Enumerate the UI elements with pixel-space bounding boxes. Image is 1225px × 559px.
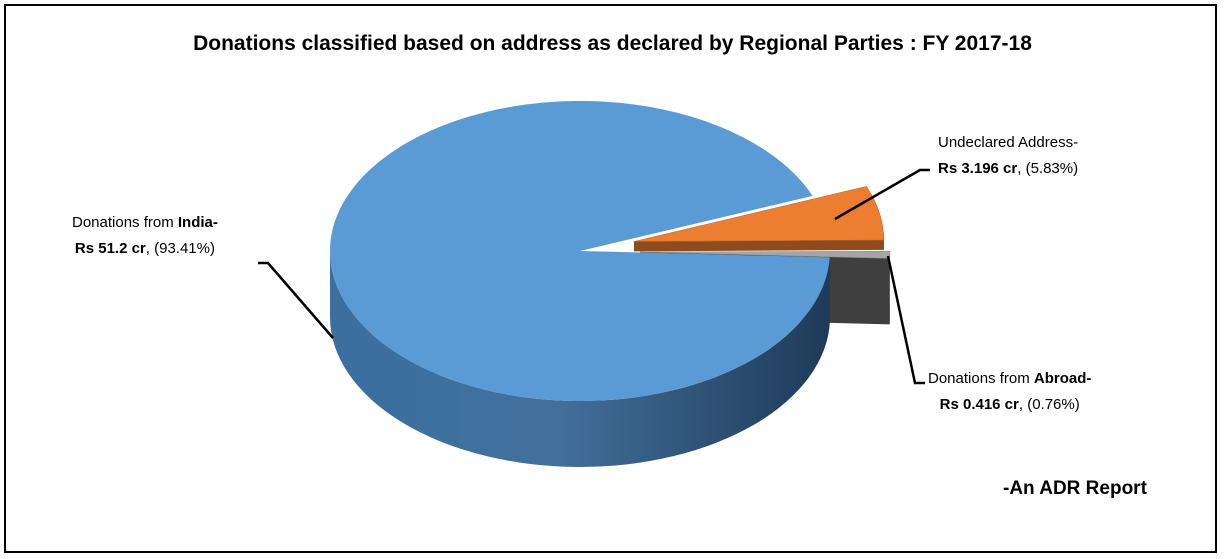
label-india: Donations from India- Rs 51.2 cr, (93.41… <box>72 214 218 257</box>
pie-slice-top <box>330 100 830 401</box>
label-abroad-bold: Abroad- <box>1033 370 1092 387</box>
pie-slice-side-wall <box>330 251 830 467</box>
leader-line-undeclared <box>834 168 930 221</box>
pie-slice-donations-from-india <box>330 100 830 467</box>
report-annotation: -An ADR Report <box>1003 478 1147 499</box>
label-abroad: Donations from Abroad- Rs 0.416 cr, (0.7… <box>928 370 1092 413</box>
label-undeclared-value: Rs 3.196 cr <box>938 160 1018 177</box>
chart-title: Donations classified based on address as… <box>193 32 1032 55</box>
pie-slice-top <box>633 186 885 242</box>
pie-slice-undeclared-address <box>633 186 885 252</box>
leader-line-abroad <box>886 255 925 385</box>
pie-layer <box>330 100 891 467</box>
leader-line-india <box>258 261 334 339</box>
label-undeclared: Undeclared Address- Rs 3.196 cr, (5.83%) <box>938 134 1079 177</box>
label-india-bold: India- <box>177 214 218 231</box>
pie-slice-cut-face <box>633 239 884 252</box>
label-abroad-value: Rs 0.416 cr <box>939 396 1019 413</box>
label-india-value: Rs 51.2 cr <box>74 240 146 257</box>
leader-lines <box>258 168 930 385</box>
